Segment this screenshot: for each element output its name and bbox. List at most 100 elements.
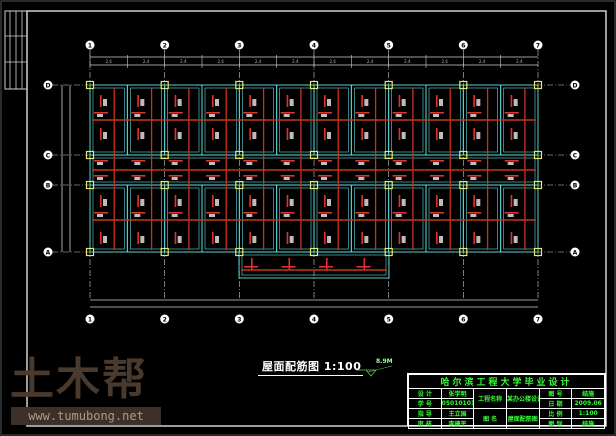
rebar-label [103, 132, 107, 139]
axis-label: 6 [461, 43, 465, 50]
axis-bubble [384, 40, 394, 50]
rebar-top [510, 195, 513, 207]
tb-label: 工程名称 [473, 388, 507, 409]
rebar-label [283, 162, 290, 165]
rebar-label [252, 132, 257, 139]
rebar-bottom [504, 112, 519, 114]
dimension-text: 2.4 [329, 59, 336, 64]
rebar-top [174, 128, 177, 140]
axis-label: B [573, 183, 578, 190]
rebar-bottom [318, 112, 332, 114]
rebar-label [507, 177, 514, 180]
rebar-bottom [430, 175, 444, 177]
rebar-bottom [392, 112, 407, 114]
tb-label: 图 别 [538, 418, 573, 429]
rebar-label [470, 162, 477, 165]
rebar-label [470, 214, 477, 217]
dimension-text: 2.4 [516, 59, 523, 64]
wall [425, 184, 464, 253]
rebar-label [246, 177, 253, 180]
wall-inner [204, 187, 237, 250]
rebar-top [473, 95, 475, 107]
rebar-label [476, 236, 481, 243]
column [384, 180, 393, 190]
rebar-bottom [94, 112, 108, 114]
axis-bubble [85, 314, 95, 324]
rebar-bottom [280, 212, 295, 214]
rebar-top [361, 128, 363, 140]
tb-label: 图 号 [538, 388, 573, 399]
rebar-bottom [430, 212, 444, 214]
rebar-bottom [467, 212, 482, 214]
rebar-label [140, 199, 145, 206]
rebar-label [507, 114, 514, 117]
column [533, 80, 543, 90]
rebar-top [473, 232, 475, 244]
wall [126, 184, 166, 253]
rebar-top [324, 95, 326, 107]
column [160, 247, 169, 257]
wall-inner [354, 187, 386, 250]
wall [462, 184, 502, 253]
rebar-bottom [131, 175, 146, 177]
rebar-label [252, 199, 257, 206]
rebar-label [289, 132, 294, 139]
title-block: 哈尔滨工程大学毕业设计 设 计 张学明 工程名称 某办公楼设计 图 号 结施 学… [407, 373, 606, 429]
axis-label: 3 [237, 317, 241, 324]
rebar-label [513, 199, 518, 206]
rebar-bottom [392, 175, 407, 177]
rebar-top [100, 232, 102, 244]
rebar-top [249, 232, 251, 244]
rebar-top [324, 195, 326, 207]
rebar-label [246, 114, 253, 117]
axis-bubble [160, 314, 170, 324]
rebar-label [177, 236, 182, 243]
dimension-text: 2.4 [255, 59, 262, 64]
rebar-label [358, 214, 365, 217]
rebar-label [401, 99, 406, 106]
rebar-top [398, 232, 401, 244]
axis-label: 5 [387, 43, 391, 50]
rebar-bottom [94, 175, 108, 177]
axis-label: 1 [88, 43, 92, 50]
rebar-label [171, 214, 178, 217]
column [85, 247, 95, 257]
axis-label: A [46, 250, 51, 257]
rebar-bottom [318, 212, 332, 214]
rebar-label [327, 132, 331, 139]
rebar-top [212, 128, 214, 140]
rebar-bottom [355, 175, 370, 177]
rebar-top [436, 95, 438, 107]
tb-label: 审 核 [408, 418, 442, 429]
column [160, 180, 169, 190]
rebar-bottom [206, 212, 220, 214]
column [235, 80, 244, 90]
wall-inner [242, 187, 274, 250]
axis-label: 5 [387, 317, 391, 324]
rebar-bottom [467, 160, 482, 162]
rebar-label [439, 99, 443, 106]
dimension-text: 2.4 [292, 59, 299, 64]
rebar-label [103, 199, 107, 206]
rebar-top [510, 128, 513, 140]
rebar-label [439, 132, 443, 139]
rebar-top [137, 95, 139, 107]
rebar-bottom [131, 160, 146, 162]
column [85, 80, 95, 90]
rebar-bottom [243, 212, 258, 214]
rebar-top [251, 258, 253, 270]
rebar-top [510, 95, 513, 107]
tb-label: 设 计 [408, 388, 442, 399]
rebar-label [215, 99, 219, 106]
rebar-bottom [504, 175, 519, 177]
wall [238, 184, 278, 253]
rebar-label [327, 99, 331, 106]
rebar-top [249, 95, 251, 107]
dimension-text: 2.4 [217, 59, 224, 64]
column [309, 247, 319, 257]
rebar-label [246, 162, 253, 165]
rebar-label [513, 99, 518, 106]
dimension-text: 2.4 [441, 59, 448, 64]
